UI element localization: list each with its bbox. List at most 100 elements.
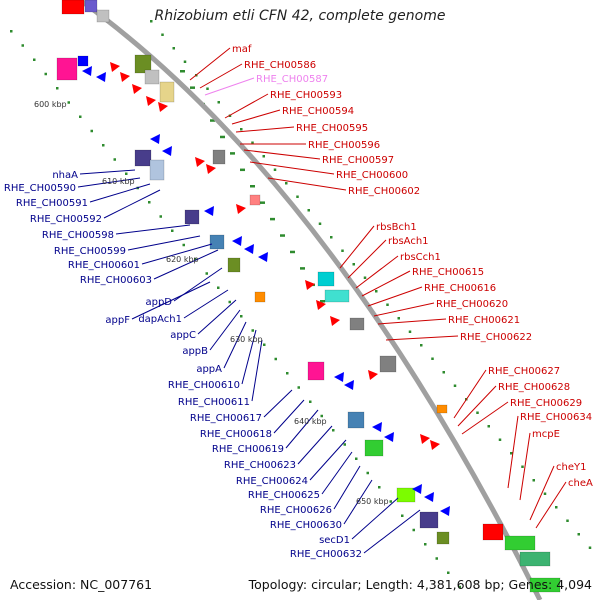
kbp-marker: 600 kbp (34, 100, 67, 109)
tick-mark (190, 86, 195, 89)
reverse-gene-arrow (412, 484, 422, 494)
tick-mark (273, 168, 277, 171)
tick-mark (458, 585, 461, 589)
forward-gene-label: RHE_CH00602 (348, 186, 420, 197)
leader-line (457, 385, 497, 427)
forward-gene-arrow (305, 280, 315, 290)
leader-line (385, 335, 459, 341)
tick-mark (290, 250, 295, 254)
tick-mark (250, 185, 255, 188)
tick-mark (389, 500, 392, 503)
tick-mark (260, 201, 265, 204)
tick-mark (366, 471, 369, 475)
tick-mark (240, 315, 243, 318)
gene-box (144, 69, 160, 85)
forward-gene-label: RHE_CH00615 (412, 267, 484, 278)
leader-line (347, 239, 387, 279)
tick-mark (363, 276, 367, 279)
tick-mark (217, 101, 220, 104)
tick-mark (498, 438, 502, 441)
leader-line (103, 189, 161, 219)
forward-gene-label: RHE_CH00628 (498, 382, 570, 393)
tick-mark (217, 286, 220, 289)
forward-gene-arrow (368, 370, 378, 380)
gene-box (134, 149, 152, 167)
leader-line (363, 509, 421, 554)
tick-mark (251, 329, 254, 332)
forward-gene-arrow (316, 300, 326, 310)
tick-mark (442, 371, 445, 374)
tick-mark (309, 400, 312, 403)
reverse-gene-arrow (440, 506, 450, 516)
leader-line (297, 425, 333, 465)
leader-line (209, 309, 241, 351)
reverse-gene-label: RHE_CH00632 (290, 549, 362, 560)
leader-line (249, 161, 335, 175)
leader-line (453, 369, 487, 419)
gene-box (436, 404, 448, 414)
leader-line (285, 409, 319, 449)
forward-gene-label: mcpE (532, 429, 560, 440)
leader-line (224, 93, 269, 119)
reverse-gene-label: RHE_CH00617 (190, 413, 262, 424)
label-leaders (77, 47, 567, 554)
leader-line (231, 109, 281, 125)
tick-mark (300, 267, 305, 270)
reverse-gene-arrow (258, 252, 268, 262)
forward-gene-label: RHE_CH00594 (282, 106, 354, 117)
leader-line (241, 329, 257, 385)
tick-mark (341, 249, 344, 252)
forward-gene-label: rbsAch1 (388, 236, 429, 247)
reverse-gene-label: appB (182, 346, 208, 357)
gene-box (209, 234, 225, 250)
reverse-gene-arrow (82, 66, 92, 76)
reverse-gene-arrow (162, 146, 172, 156)
tick-mark (280, 234, 285, 237)
tick-mark (56, 87, 59, 90)
tick-mark (397, 317, 400, 320)
leader-line (267, 177, 347, 191)
leader-line (141, 243, 213, 265)
leader-line (367, 286, 423, 307)
forward-gene-label: rbsBch1 (376, 222, 417, 233)
tick-mark (148, 201, 151, 204)
leader-line (89, 183, 151, 203)
tick-mark (352, 263, 355, 266)
tick-mark (240, 128, 243, 131)
forward-gene-label: RHE_CH00596 (308, 140, 380, 151)
leader-line (243, 149, 321, 160)
leader-line (197, 299, 237, 335)
reverse-gene-arrow (384, 432, 394, 442)
leader-line (535, 481, 567, 529)
reverse-gene-label: appC (170, 330, 196, 341)
tick-mark (375, 290, 378, 293)
reverse-gene-label: RHE_CH00618 (200, 429, 272, 440)
tick-mark (297, 386, 300, 389)
reverse-gene-arrow (344, 380, 354, 390)
tick-mark (230, 152, 235, 155)
forward-gene-label: RHE_CH00595 (296, 123, 368, 134)
tick-mark (566, 519, 569, 522)
tick-mark (355, 457, 358, 460)
leader-line (507, 415, 519, 489)
forward-gene-arrow (146, 96, 156, 106)
forward-gene-labels: mafRHE_CH00586RHE_CH00587RHE_CH00593RHE_… (232, 44, 593, 489)
forward-gene-arrow (430, 440, 440, 450)
tick-mark (378, 486, 381, 489)
gene-box (77, 55, 89, 67)
tick-mark (286, 372, 289, 375)
gene-features (56, 0, 561, 593)
leader-line (355, 255, 399, 289)
gene-box (96, 9, 110, 23)
tick-mark (285, 182, 288, 185)
map-title: Rhizobium etli CFN 42, complete genome (154, 8, 446, 24)
gene-box (227, 257, 241, 273)
tick-mark (161, 33, 164, 36)
leader-line (127, 235, 201, 251)
reverse-gene-arrow (334, 372, 344, 382)
forward-gene-label: RHE_CH00622 (460, 332, 532, 343)
gene-box (396, 487, 416, 503)
gene-box (324, 289, 350, 303)
reverse-gene-arrow (150, 134, 160, 144)
reverse-gene-arrow (244, 244, 254, 254)
